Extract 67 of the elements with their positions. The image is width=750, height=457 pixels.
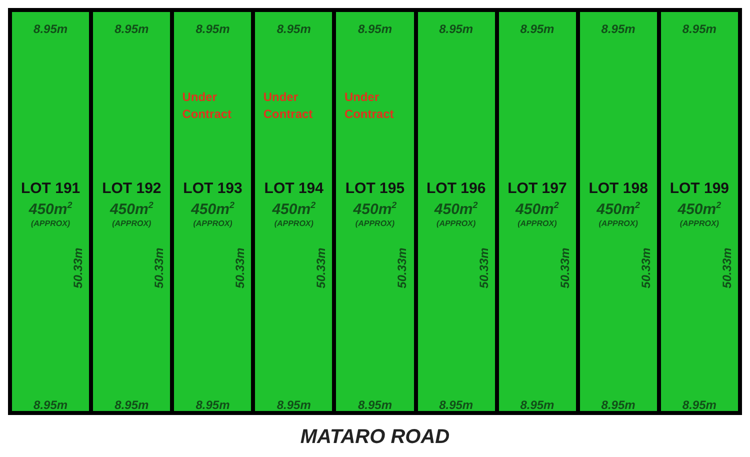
lot-number: LOT 196	[426, 180, 487, 197]
width-dimension: 8.95m	[356, 22, 393, 36]
width-dimension: 8.95m	[519, 398, 556, 411]
width-dimension: 8.95m	[114, 398, 150, 411]
width-dimension: 8.95m	[519, 22, 556, 36]
lot-number: LOT 191	[20, 180, 82, 197]
lot-area: 450m$^{2}$	[418, 200, 495, 218]
width-dimension: 8.95m	[32, 398, 69, 411]
status-note: Under Contract	[182, 89, 233, 123]
road-name: MATARO ROAD	[300, 426, 450, 449]
depth-dimension: 50.33m	[152, 246, 166, 290]
approx-note: (APPROX)	[598, 219, 639, 228]
width-dimension: 8.95m	[600, 22, 636, 36]
width-dimension: 8.95m	[600, 398, 636, 411]
lot-number: LOT 194	[263, 180, 324, 197]
lot-area: 450m$^{2}$	[174, 200, 252, 218]
lot-area: 450m$^{2}$	[660, 200, 738, 218]
lot-parcel	[336, 12, 414, 411]
depth-dimension: 50.33m	[720, 246, 734, 290]
lot-parcel	[418, 12, 495, 411]
lot-number: LOT 198	[588, 180, 649, 197]
approx-note: (APPROX)	[354, 219, 396, 228]
width-dimension: 8.95m	[276, 398, 312, 411]
lot-area: 450m$^{2}$	[93, 200, 170, 218]
width-dimension: 8.95m	[194, 398, 231, 411]
lot-number: LOT 192	[101, 180, 162, 197]
width-dimension: 8.95m	[356, 398, 393, 411]
width-dimension: 8.95m	[276, 22, 312, 36]
lot-parcel	[498, 12, 576, 411]
approx-note: (APPROX)	[516, 219, 558, 228]
status-note: Under Contract	[263, 89, 314, 123]
lot-area: 450m$^{2}$	[336, 200, 414, 218]
width-dimension: 8.95m	[681, 22, 718, 36]
approx-note: (APPROX)	[436, 219, 477, 228]
depth-dimension: 50.33m	[233, 246, 248, 290]
width-dimension: 8.95m	[681, 398, 718, 411]
lot-number: LOT 197	[506, 180, 568, 197]
approx-note: (APPROX)	[111, 219, 152, 228]
depth-dimension: 50.33m	[395, 246, 410, 290]
approx-note: (APPROX)	[192, 219, 234, 228]
lot-parcel	[93, 12, 170, 411]
depth-dimension: 50.33m	[71, 246, 85, 290]
lot-area: 450m$^{2}$	[12, 200, 90, 218]
width-dimension: 8.95m	[114, 22, 150, 36]
lot-number: LOT 195	[344, 180, 406, 197]
width-dimension: 8.95m	[32, 22, 69, 36]
depth-dimension: 50.33m	[476, 246, 491, 290]
depth-dimension: 50.33m	[558, 246, 572, 290]
lot-parcel	[580, 12, 657, 411]
approx-note: (APPROX)	[273, 219, 314, 228]
width-dimension: 8.95m	[438, 398, 474, 411]
lot-number: LOT 199	[668, 180, 730, 197]
width-dimension: 8.95m	[438, 22, 474, 36]
approx-note: (APPROX)	[30, 219, 72, 228]
lot-parcel	[255, 12, 332, 411]
lot-parcel	[12, 12, 90, 411]
depth-dimension: 50.33m	[638, 246, 653, 290]
status-note: Under Contract	[344, 89, 395, 123]
depth-dimension: 50.33m	[314, 246, 328, 290]
lot-area: 450m$^{2}$	[498, 200, 576, 218]
lot-number: LOT 193	[182, 180, 244, 197]
approx-note: (APPROX)	[678, 219, 720, 228]
lot-area: 450m$^{2}$	[580, 200, 657, 218]
lot-area: 450m$^{2}$	[255, 200, 332, 218]
lot-parcel	[660, 12, 738, 411]
width-dimension: 8.95m	[194, 22, 231, 36]
lot-parcel	[174, 12, 252, 411]
